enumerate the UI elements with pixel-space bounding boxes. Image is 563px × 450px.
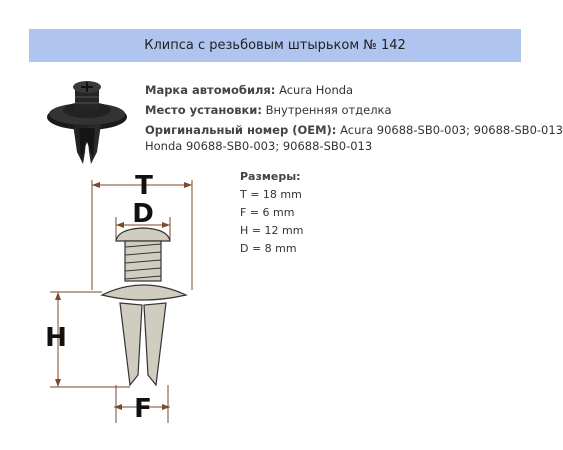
location-label: Место установки: <box>145 103 262 117</box>
brand-label: Марка автомобиля: <box>145 83 276 97</box>
dimension-t: T = 18 mm <box>240 188 302 201</box>
dimension-f: F = 6 mm <box>240 206 295 219</box>
label-d: D <box>132 199 154 229</box>
clip-drawing <box>100 227 188 387</box>
product-info: Марка автомобиля: Acura Honda Место уста… <box>145 80 563 156</box>
h-dimension <box>50 291 130 388</box>
location-value: Внутренняя отделка <box>265 103 392 117</box>
dimension-diagram: T D H F <box>45 171 193 424</box>
d-dimension <box>115 217 171 241</box>
location-row: Место установки: Внутренняя отделка <box>145 100 563 120</box>
dimensions-title: Размеры: <box>240 170 301 183</box>
product-photo <box>47 81 127 164</box>
oem-value-line2: Honda 90688-SB0-003; 90688-SB0-013 <box>145 139 373 153</box>
brand-value: Acura Honda <box>279 83 354 97</box>
label-t: T <box>135 171 153 201</box>
title-bar: Клипса с резьбовым штырьком № 142 <box>29 29 521 62</box>
dimension-d: D = 8 mm <box>240 242 297 255</box>
oem-value-line1: Acura 90688-SB0-003; 90688-SB0-013 <box>340 123 563 137</box>
page-title: Клипса с резьбовым штырьком № 142 <box>144 38 406 53</box>
f-dimension <box>114 385 170 423</box>
brand-row: Марка автомобиля: Acura Honda <box>145 80 563 100</box>
label-f: F <box>134 394 152 424</box>
oem-row-continued: Honda 90688-SB0-003; 90688-SB0-013 <box>145 136 563 156</box>
dimension-h: H = 12 mm <box>240 224 304 237</box>
oem-row: Оригинальный номер (OEM): Acura 90688-SB… <box>145 120 563 140</box>
label-h: H <box>45 323 67 353</box>
oem-label: Оригинальный номер (OEM): <box>145 123 337 137</box>
t-dimension <box>91 180 193 290</box>
dimensions-list: Размеры: T = 18 mm F = 6 mm H = 12 mm D … <box>240 168 303 258</box>
